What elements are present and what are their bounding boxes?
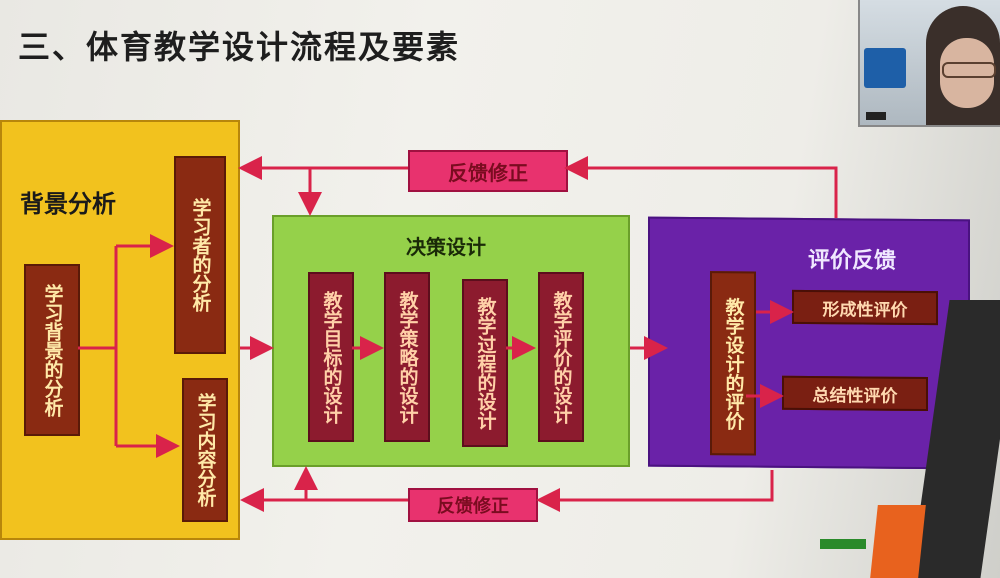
arrow-feedback-top-in <box>564 156 838 218</box>
learner-analysis-box: 学习者的分析 <box>174 156 226 354</box>
evaluation-feedback-heading: 评价反馈 <box>808 247 897 274</box>
formative-evaluation-box: 形成性评价 <box>792 289 938 326</box>
webcam-thumbnail[interactable] <box>858 0 1000 127</box>
background-analysis-heading: 背景分析 <box>20 190 116 218</box>
green-label-strip <box>820 539 866 549</box>
strategy-design-box: 教学策略的设计 <box>384 272 430 442</box>
teaching-design-evaluation-box: 教学设计的评价 <box>710 271 756 456</box>
evaluation-design-box: 教学评价的设计 <box>538 272 584 442</box>
background-analysis-panel: 背景分析 学习背景的分析 学习者的分析 学习内容分析 <box>0 120 240 540</box>
feedback-correction-top: 反馈修正 <box>408 150 568 192</box>
feedback-correction-bottom: 反馈修正 <box>408 488 538 522</box>
webcam-background-object <box>864 48 906 88</box>
learning-background-box: 学习背景的分析 <box>24 264 80 436</box>
webcam-person-glasses <box>942 62 996 78</box>
evaluation-feedback-panel: 评价反馈 教学设计的评价 形成性评价 总结性评价 <box>648 216 970 470</box>
summative-evaluation-box: 总结性评价 <box>782 375 928 412</box>
orange-object <box>870 505 926 578</box>
content-analysis-box: 学习内容分析 <box>182 378 228 522</box>
process-design-box: 教学过程的设计 <box>462 279 508 447</box>
decision-design-heading: 决策设计 <box>406 235 486 259</box>
decision-design-panel: 决策设计 教学目标的设计 教学策略的设计 教学过程的设计 教学评价的设计 <box>272 215 630 467</box>
slide-title: 三、体育教学设计流程及要素 <box>18 28 461 66</box>
webcam-person-face <box>940 38 994 108</box>
webcam-name-tag <box>866 112 886 120</box>
arrow-feedback-bottom-in <box>536 470 774 512</box>
goal-design-box: 教学目标的设计 <box>308 272 354 442</box>
